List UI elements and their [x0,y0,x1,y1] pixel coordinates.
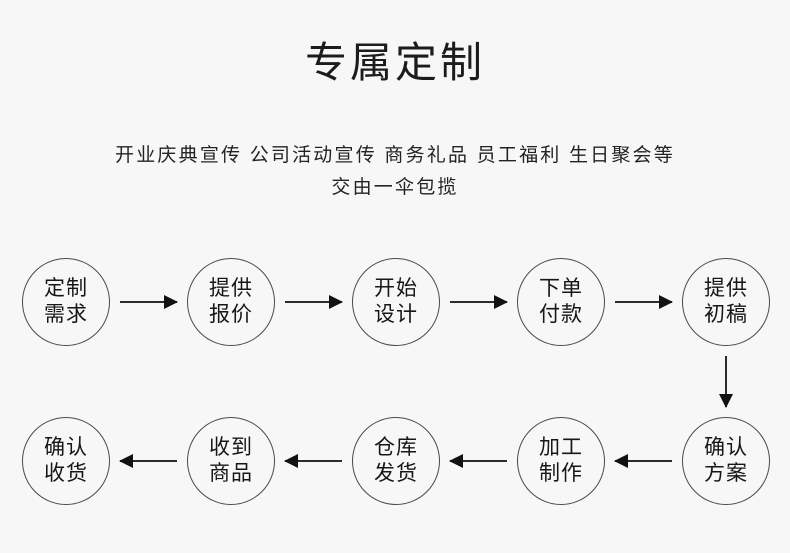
arrow-head-icon [284,454,298,468]
flow-node-n5[interactable]: 提供初稿 [682,258,770,346]
arrow-shaft [615,301,672,303]
flow-node-label-line1: 确认 [44,436,88,459]
arrow-shaft [450,460,507,462]
flow-node-label-line1: 加工 [539,436,583,459]
arrow-head-icon [119,454,133,468]
flow-node-n7[interactable]: 加工制作 [517,417,605,505]
flow-node-label-line2: 报价 [209,303,253,326]
flow-node-label-line1: 开始 [374,277,418,300]
subtitle-block: 开业庆典宣传 公司活动宣传 商务礼品 员工福利 生日聚会等 交由一伞包揽 [0,140,790,204]
flow-node-label-line2: 初稿 [704,303,748,326]
arrow-head-icon [164,295,178,309]
arrow-head-icon [449,454,463,468]
flow-node-label-line2: 制作 [539,462,583,485]
arrow-head-icon [614,454,628,468]
flow-node-n6[interactable]: 确认方案 [682,417,770,505]
flow-node-n8[interactable]: 仓库发货 [352,417,440,505]
flow-arrow-n3-to-n4 [450,295,508,309]
subtitle-line-2: 交由一伞包揽 [331,177,459,198]
arrow-shaft [725,356,727,407]
flow-node-label-line2: 收货 [44,462,88,485]
arrow-head-icon [329,295,343,309]
flow-node-label-line1: 仓库 [374,436,418,459]
page-title: 专属定制 [304,39,485,86]
flow-node-n3[interactable]: 开始设计 [352,258,440,346]
arrow-head-icon [719,394,733,408]
flow-arrow-n9-to-n10 [119,454,177,468]
flow-arrow-n6-to-n7 [614,454,672,468]
flow-node-n2[interactable]: 提供报价 [187,258,275,346]
flow-node-label-line2: 方案 [704,462,748,485]
flow-node-label-line1: 收到 [209,436,253,459]
flow-arrow-n2-to-n3 [285,295,343,309]
flow-node-n4[interactable]: 下单付款 [517,258,605,346]
arrow-head-icon [494,295,508,309]
flow-node-label-line2: 付款 [539,303,583,326]
arrow-shaft [450,301,507,303]
flow-arrow-n5-to-n6 [719,356,733,408]
flow-node-label-line1: 下单 [539,277,583,300]
flow-node-label-line1: 提供 [209,277,253,300]
flow-arrow-n7-to-n8 [449,454,507,468]
flow-node-n1[interactable]: 定制需求 [22,258,110,346]
flow-arrow-n1-to-n2 [120,295,178,309]
arrow-shaft [615,460,672,462]
flow-node-label-line2: 需求 [44,303,88,326]
flow-node-n10[interactable]: 确认收货 [22,417,110,505]
subtitle-line-1: 开业庆典宣传 公司活动宣传 商务礼品 员工福利 生日聚会等 [115,145,675,166]
flow-node-label-line1: 提供 [704,277,748,300]
flow-node-label-line1: 确认 [704,436,748,459]
flow-node-label-line2: 发货 [374,462,418,485]
flow-node-label-line2: 设计 [374,303,418,326]
arrow-shaft [120,460,177,462]
flow-arrow-n4-to-n5 [615,295,673,309]
arrow-shaft [285,301,342,303]
arrow-shaft [120,301,177,303]
arrow-shaft [285,460,342,462]
arrow-head-icon [659,295,673,309]
flow-node-label-line1: 定制 [44,277,88,300]
flow-node-n9[interactable]: 收到商品 [187,417,275,505]
flow-node-label-line2: 商品 [209,462,253,485]
flow-arrow-n8-to-n9 [284,454,342,468]
